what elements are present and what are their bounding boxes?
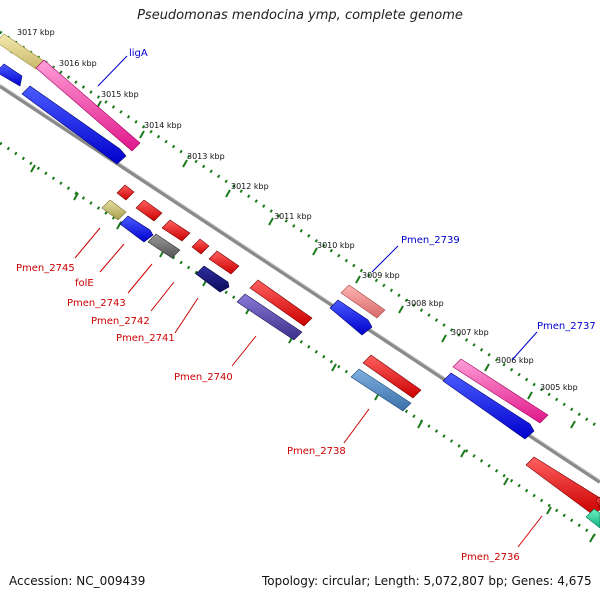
gene-label-pmen-2737: Pmen_2737	[537, 321, 596, 332]
gene-arrow-blue-2737	[442, 372, 535, 440]
accession-text: Accession: NC_009439	[9, 574, 146, 588]
gene-arrow-pink-2737	[452, 358, 549, 424]
inner-major-ticks	[30, 164, 595, 543]
kbp-label: 3014 kbp	[144, 121, 182, 130]
gene-arrow-red-c	[161, 219, 191, 242]
gene-arrow-purple-2740	[236, 293, 303, 341]
gene-arrow-blue-left	[0, 63, 23, 87]
gene-arrow-red-edge	[595, 496, 600, 509]
gene-label-pmen-2741: Pmen_2741	[116, 333, 175, 344]
gene-label-pmen-2736: Pmen_2736	[461, 552, 520, 563]
outer-tick-track	[0, 30, 600, 430]
gene-arrow-red-e	[208, 250, 240, 275]
kbp-label: 3006 kbp	[496, 356, 534, 365]
gene-arrow-olive-2745	[101, 199, 127, 221]
gene-labels: ligA Pmen_2739 Pmen_2737 Pmen_2745 folE …	[16, 48, 596, 563]
kbp-label: 3013 kbp	[187, 152, 225, 161]
gene-label-pmen-2740: Pmen_2740	[174, 372, 233, 383]
kbp-label: 3010 kbp	[317, 241, 355, 250]
gene-features	[0, 33, 600, 529]
inner-tick-track	[0, 141, 600, 541]
gene-arrow-red-f	[249, 279, 313, 327]
gene-arrow-yellow	[0, 33, 45, 70]
gene-label-pmen-2738: Pmen_2738	[287, 446, 346, 457]
gene-arrow-steel-2738	[350, 368, 412, 412]
kbp-label: 3008 kbp	[406, 299, 444, 308]
gene-arrow-salmon-2739	[340, 284, 386, 319]
gene-arrow-red-g	[362, 354, 422, 399]
kbp-label: 3011 kbp	[274, 212, 312, 221]
gene-arrow-blue-liga	[21, 85, 127, 165]
gene-label-liga: ligA	[129, 48, 148, 59]
gene-arrow-teal	[585, 508, 600, 529]
gene-label-pmen-2743: Pmen_2743	[67, 298, 126, 309]
gene-arrow-navy-2742	[195, 265, 230, 293]
gene-arrow-blue-fole	[119, 215, 154, 243]
gene-arrow-red-b	[135, 199, 163, 222]
gene-arrow-grey-2743	[147, 233, 181, 259]
kbp-label: 3017 kbp	[17, 28, 55, 37]
kbp-label: 3016 kbp	[59, 59, 97, 68]
kbp-label: 3005 kbp	[540, 383, 578, 392]
gene-arrow-red-a	[116, 184, 135, 201]
kbp-label: 3012 kbp	[231, 182, 269, 191]
label-leader-lines	[74, 55, 543, 548]
gene-arrow-blue-2739	[329, 299, 373, 336]
topology-text: Topology: circular; Length: 5,072,807 bp…	[262, 574, 592, 588]
gene-label-pmen-2745: Pmen_2745	[16, 263, 75, 274]
gene-label-pmen-2739: Pmen_2739	[401, 235, 460, 246]
map-title: Pseudomonas mendocina ymp, complete geno…	[137, 8, 463, 23]
kbp-scale-labels: 3017 kbp 3016 kbp 3015 kbp 3014 kbp 3013…	[17, 28, 578, 392]
outer-major-ticks	[10, 45, 576, 429]
kbp-label: 3009 kbp	[362, 271, 400, 280]
gene-label-pmen-2742: Pmen_2742	[91, 316, 150, 327]
gene-arrow-red-2736	[525, 456, 600, 515]
gene-label-fole: folE	[75, 278, 94, 289]
kbp-label: 3015 kbp	[101, 90, 139, 99]
kbp-label: 3007 kbp	[451, 328, 489, 337]
gene-arrow-red-d	[191, 238, 210, 255]
gene-arrow-pink-liga	[35, 59, 141, 152]
